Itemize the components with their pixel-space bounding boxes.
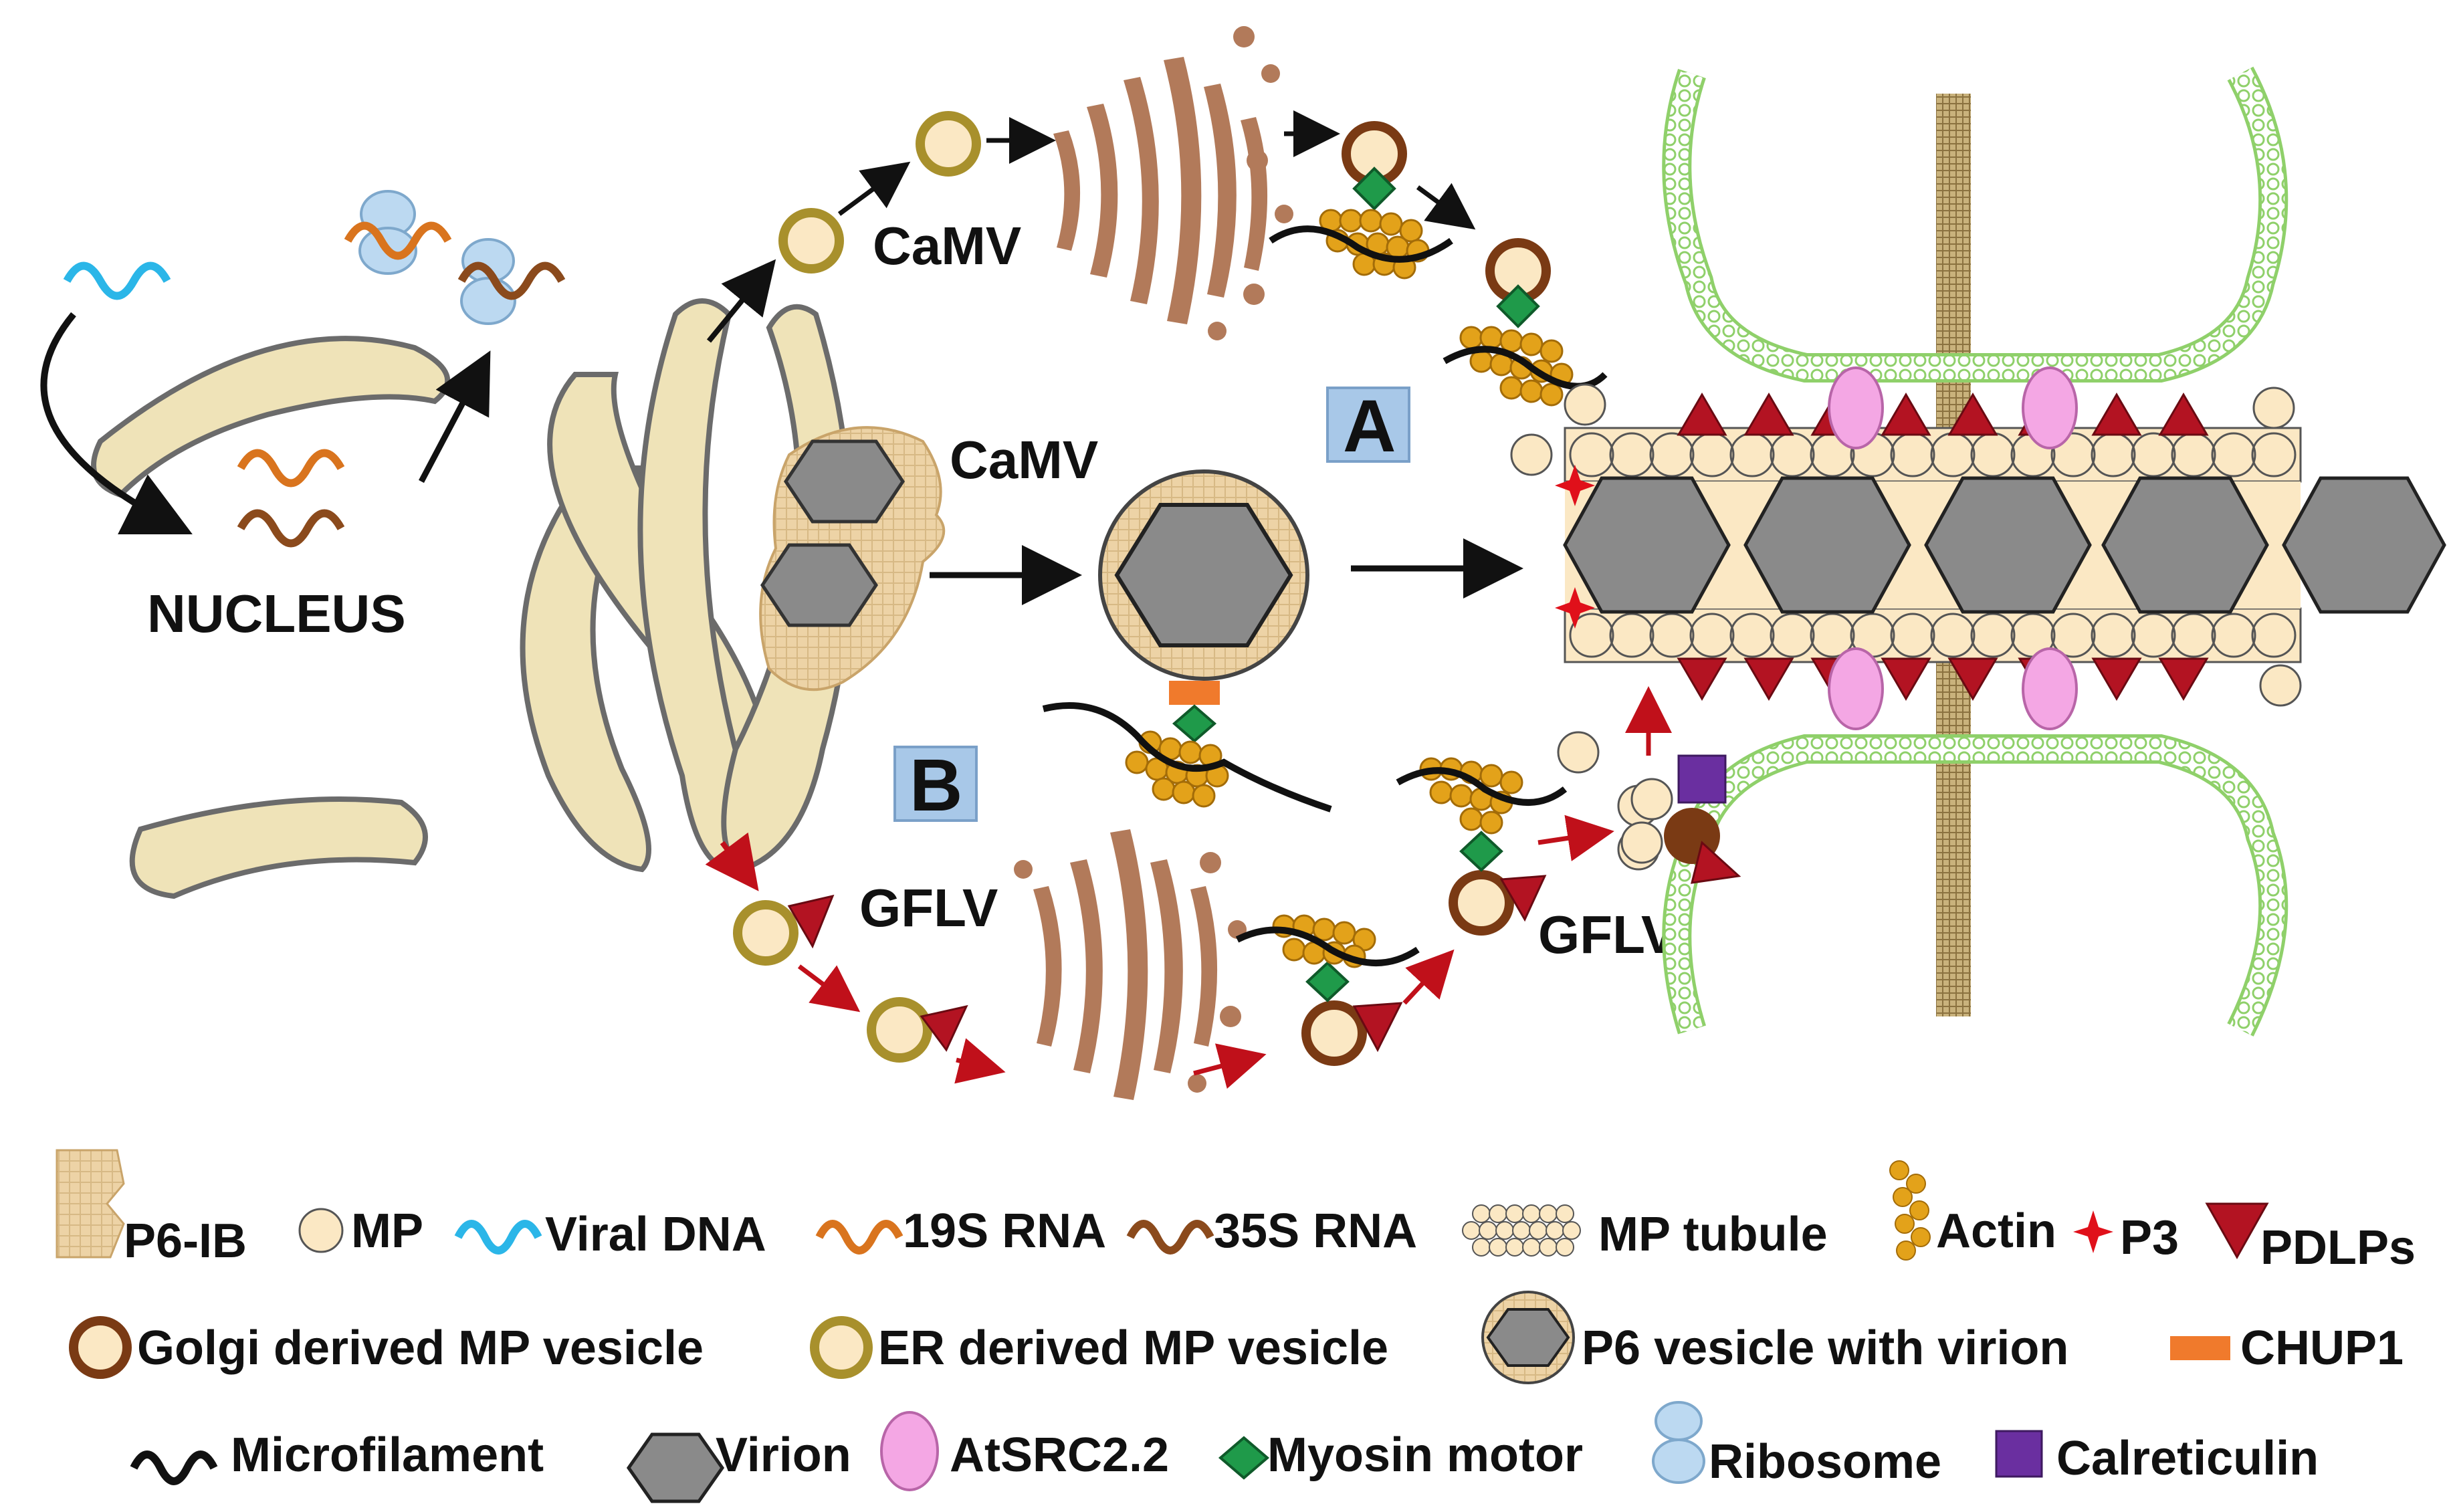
virions-in-tubule [1563, 476, 2446, 614]
microfilament-center [1042, 702, 1332, 813]
plasma-membrane-upper [1662, 66, 2288, 383]
arrow-b4 [1402, 949, 1455, 1005]
rna-35s-icon [237, 509, 345, 548]
camv-label-mid: CaMV [950, 430, 1098, 490]
legend-myosin: Myosin motor [1267, 1428, 1583, 1482]
legend-mp: MP [351, 1204, 423, 1258]
legend-row-2: Golgi derived MP vesicle ER derived MP v… [69, 1291, 2404, 1384]
nucleus-label: NUCLEUS [147, 584, 406, 643]
ribosome-rna-complex [344, 190, 566, 325]
er-derived-mp-vesicle-a1 [778, 208, 844, 274]
legend-calreticulin: Calreticulin [2056, 1432, 2319, 1485]
golgi-derived-mp-vesicle-b3 [1301, 961, 1403, 1066]
legend-microfilament: Microfilament [231, 1428, 544, 1482]
legend-p3: P3 [2120, 1211, 2179, 1265]
chup1 [1169, 681, 1220, 705]
arrow-er-to-camv [706, 259, 776, 343]
camv-label-top: CaMV [873, 216, 1021, 276]
arrow-b3 [1193, 1043, 1267, 1089]
ribosome-legend-icon [1652, 1401, 1705, 1484]
legend-row-3: Microfilament Virion AtSRC2.2 Myosin mot… [130, 1401, 2319, 1503]
golgi-derived-mp-vesicle-b4 [1449, 831, 1547, 936]
golgi-derived-mp-vesicle-a4 [1485, 238, 1551, 328]
pathway-a-label: A [1343, 385, 1396, 467]
pdlps-legend-icon [2205, 1202, 2269, 1260]
legend-p6-vesicle: P6 vesicle with virion [1582, 1321, 2068, 1375]
myosin-motor [1172, 704, 1217, 743]
legend-35s-rna: 35S RNA [1214, 1204, 1417, 1258]
chup1-legend-icon [2170, 1336, 2230, 1360]
actin-filament-a3 [1319, 209, 1430, 280]
docking-vesicle [1620, 778, 1741, 884]
pathway-b-label: B [910, 744, 962, 827]
legend-pdlps: PDLPs [2260, 1221, 2416, 1275]
rna-19s-icon [237, 449, 345, 488]
mp-icon [298, 1208, 344, 1253]
p3-markers [1555, 465, 1595, 629]
er-derived-mp-vesicle-b2 [867, 997, 968, 1063]
p6-ib-icon [56, 1149, 125, 1259]
virion-legend-icon [626, 1432, 725, 1503]
golgi-vesicle-legend-icon [69, 1316, 132, 1379]
plasma-membrane-lower [1662, 734, 2288, 1037]
pathway-b-box: B [893, 744, 978, 827]
legend-golgi-vesicle: Golgi derived MP vesicle [137, 1321, 704, 1375]
arrow-b2 [954, 1038, 1006, 1084]
actin-legend-icon [1889, 1160, 1931, 1261]
gflv-label-left: GFLV [859, 878, 998, 938]
gflv-label-right: GFLV [1538, 905, 1677, 964]
legend-actin: Actin [1936, 1204, 2056, 1258]
arrow-er-to-gflv [705, 832, 759, 891]
legend-virion: Virion [716, 1428, 851, 1482]
legend-row-1: P6-IB MP Viral DNA 19S RNA 35S RNA MP tu… [56, 1149, 2416, 1275]
rna-19s-legend-icon [815, 1220, 903, 1255]
er-vesicle-legend-icon [810, 1316, 873, 1379]
rna-35s-legend-icon [1126, 1220, 1214, 1255]
legend-p6-ib: P6-IB [124, 1214, 247, 1268]
microfilament-a3 [1269, 225, 1453, 263]
pathway-a-box: A [1326, 385, 1410, 467]
p3-legend-icon [2073, 1210, 2113, 1253]
atsrc22-legend-icon [880, 1411, 939, 1491]
golgi-bottom [1014, 829, 1247, 1100]
calreticulin-marker [1677, 754, 1727, 804]
p6-inclusion-body [759, 426, 946, 691]
mp-tubule-legend-icon [1462, 1204, 1581, 1257]
arrow-b1 [797, 964, 861, 1012]
mp-tubule-beads [1569, 432, 2297, 658]
microfilament-legend-icon [130, 1450, 218, 1485]
actin-filament-a4 [1459, 326, 1574, 407]
viral-dna-nucleus-entry-arrow [40, 312, 193, 534]
atsrc22-proteins [1828, 366, 2078, 730]
arrow-b5 [1537, 815, 1614, 861]
golgi-top [1053, 26, 1293, 340]
legend-ribosome: Ribosome [1709, 1435, 1941, 1489]
calreticulin-legend-icon [1995, 1430, 2043, 1478]
er-derived-mp-vesicle-b1 [733, 894, 835, 966]
export-arrow [419, 350, 491, 483]
viral-dna-icon [63, 261, 171, 300]
p6-vesicle-legend-icon [1481, 1291, 1575, 1384]
microfilament-b4 [1396, 767, 1568, 806]
microfilament-b3 [1235, 926, 1420, 966]
legend-atsrc22: AtSRC2.2 [950, 1428, 1169, 1482]
p6-vesicle-with-virion [1098, 469, 1309, 743]
er-derived-mp-vesicle-a2 [916, 111, 981, 177]
legend-chup1: CHUP1 [2240, 1321, 2404, 1375]
viral-dna-legend-icon [454, 1220, 542, 1255]
legend-mp-tubule: MP tubule [1598, 1208, 1828, 1261]
golgi-derived-mp-vesicle-a3 [1342, 121, 1407, 211]
legend-viral-dna: Viral DNA [545, 1208, 766, 1261]
arrow-a1 [837, 161, 911, 216]
arrow-a4 [1416, 183, 1476, 230]
legend-19s-rna: 19S RNA [903, 1204, 1106, 1258]
myosin-legend-icon [1218, 1436, 1270, 1480]
legend-er-vesicle: ER derived MP vesicle [878, 1321, 1388, 1375]
